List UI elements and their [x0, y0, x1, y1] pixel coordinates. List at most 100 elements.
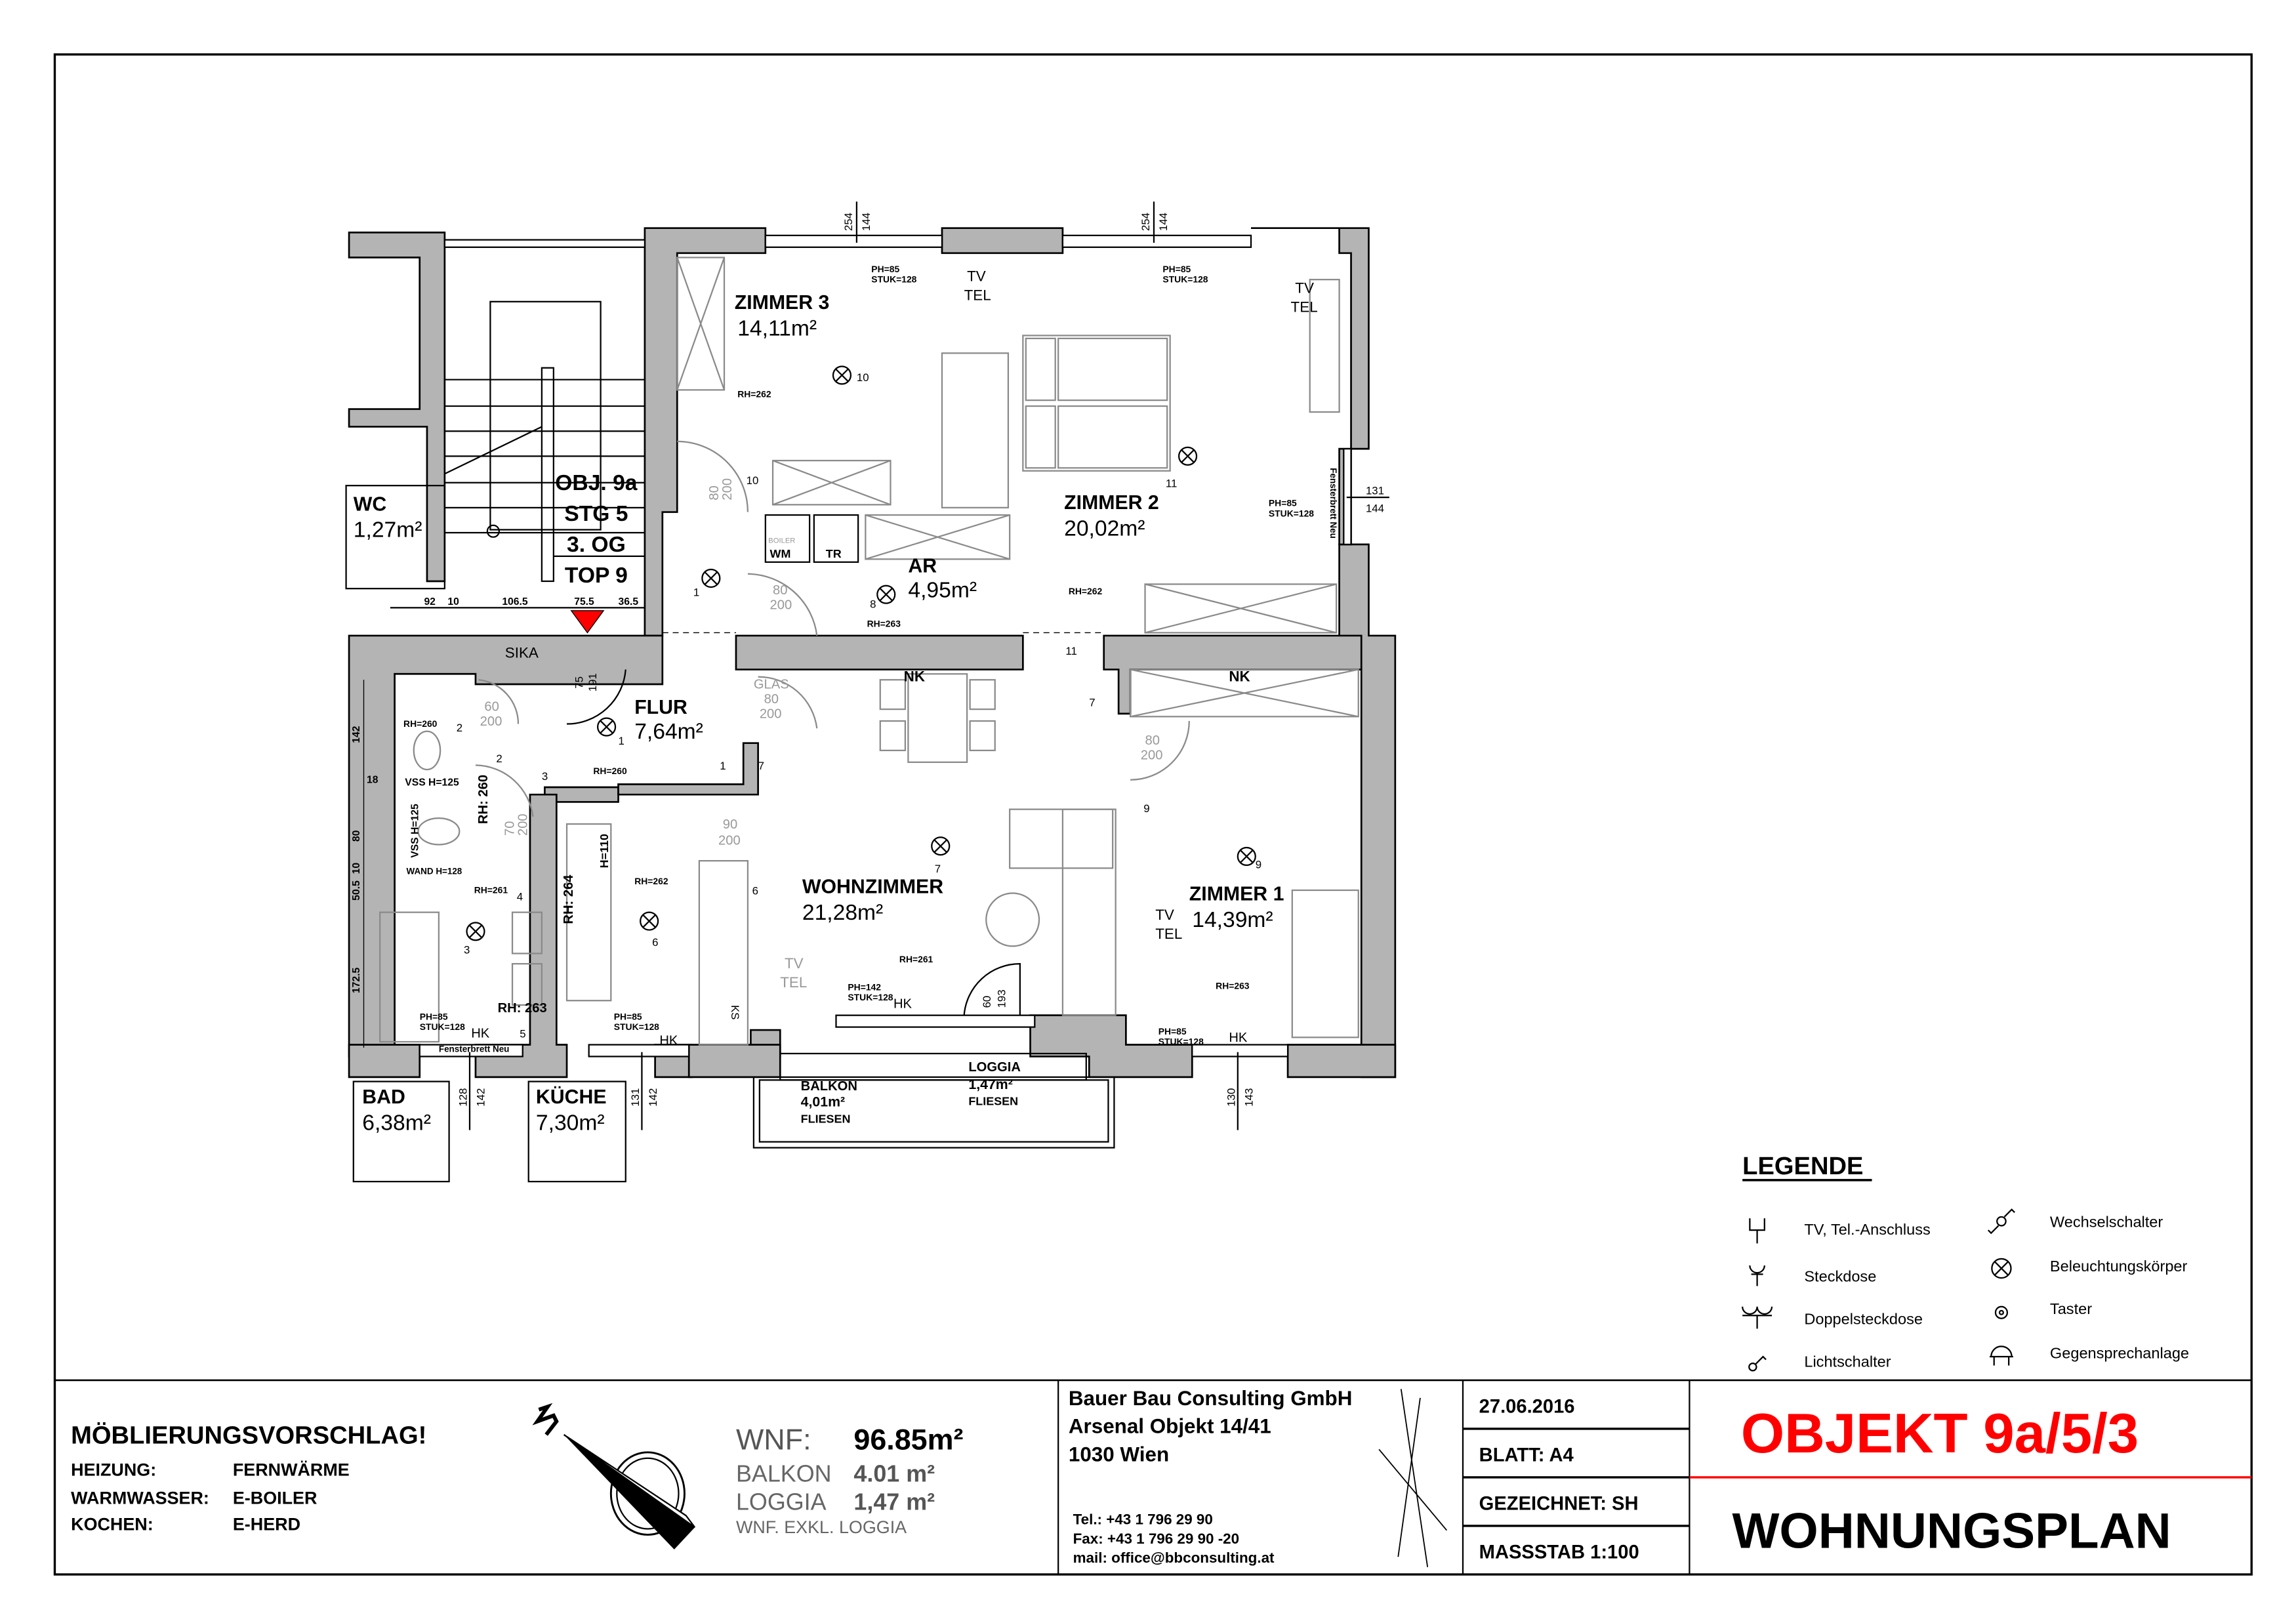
room-area: 14,39m² [1192, 908, 1273, 932]
floor-plan: ZIMMER 3 14,11m² ZIMMER 2 20,02m² AR 4,9… [345, 201, 1397, 1183]
svg-text:200: 200 [720, 478, 735, 501]
staircase[interactable] [444, 300, 645, 583]
socket-icon [1749, 1265, 1765, 1286]
svg-text:TOP 9: TOP 9 [565, 564, 628, 588]
sheet-size: BLATT: A4 [1479, 1445, 1574, 1466]
balkon-label: BALKON [736, 1461, 832, 1487]
room-area: 14,11m² [737, 316, 817, 340]
svg-text:144: 144 [1157, 213, 1170, 231]
svg-text:131: 131 [629, 1088, 642, 1107]
spec-value: FERNWÄRME [233, 1460, 350, 1480]
room-name: ZIMMER 2 [1064, 492, 1159, 514]
room-area: 7,30m² [536, 1111, 605, 1136]
light-fixture-icon [1991, 1258, 2012, 1279]
room-name: ZIMMER 3 [735, 292, 830, 314]
furnishing-heading: MÖBLIERUNGSVORSCHLAG! [71, 1421, 426, 1449]
svg-text:172.5: 172.5 [351, 967, 362, 993]
room-area: 6,38m² [362, 1111, 431, 1136]
svg-text:10: 10 [747, 474, 759, 487]
room-area: 21,28m² [802, 901, 883, 925]
wnf-label: WNF: [736, 1422, 811, 1456]
stair-label: OBJ. 9a STG 5 3. OG TOP 9 [555, 471, 638, 588]
spec-key: WARMWASSER: [71, 1488, 209, 1508]
svg-text:142: 142 [351, 726, 362, 743]
svg-text:3: 3 [464, 943, 470, 956]
svg-text:HK: HK [1229, 1031, 1248, 1045]
svg-text:128: 128 [457, 1088, 470, 1107]
legend-label: Doppelsteckdose [1804, 1311, 1923, 1328]
svg-text:PH=85: PH=85 [1162, 264, 1191, 274]
svg-text:142: 142 [647, 1088, 659, 1107]
legend-label: Steckdose [1804, 1268, 1876, 1285]
legend: LEGENDE TV, Tel.-Anschluss Steckdose Dop… [1742, 1152, 2189, 1372]
svg-text:7: 7 [758, 760, 764, 772]
window-dimensions: 254 144 254 144 131 144 128 142 131 142 … [457, 201, 1389, 1130]
svg-text:TEL: TEL [1291, 299, 1318, 316]
svg-text:BOILER: BOILER [768, 537, 795, 545]
svg-text:200: 200 [516, 813, 530, 836]
outdoor-area: 1,47m² [968, 1077, 1012, 1092]
legend-label: TV, Tel.-Anschluss [1804, 1221, 1930, 1238]
svg-text:144: 144 [860, 213, 872, 231]
svg-text:Fensterbrett Neu: Fensterbrett Neu [439, 1044, 510, 1054]
svg-text:9: 9 [1143, 802, 1149, 815]
loggia-value: 1,47 m² [853, 1489, 935, 1515]
svg-text:6: 6 [752, 885, 758, 897]
svg-text:PH=85: PH=85 [1269, 498, 1297, 508]
svg-text:NK: NK [1229, 668, 1250, 684]
svg-text:2: 2 [457, 722, 462, 734]
svg-text:WM: WM [770, 547, 791, 560]
windows[interactable] [419, 234, 1352, 1058]
spec-value: E-HERD [233, 1515, 300, 1534]
svg-text:11: 11 [1166, 477, 1177, 489]
legend-label: Beleuchtungskörper [2050, 1258, 2188, 1275]
doors[interactable]: 80 200 80 200 60 200 70 200 75 191 GLAS … [475, 440, 1190, 1016]
outdoor-name: BALKON [801, 1079, 857, 1094]
stair-dimensions: 92 10 106.5 75.5 36.5 [424, 596, 638, 607]
svg-text:TV: TV [785, 955, 804, 972]
fixture-labels: TV TEL TV TEL TV TEL TV TEL NK NK SIKA V… [405, 268, 1338, 1054]
svg-text:80: 80 [707, 485, 722, 500]
plan-date: 27.06.2016 [1479, 1396, 1575, 1417]
svg-text:RH=262: RH=262 [737, 389, 771, 400]
svg-text:80: 80 [351, 830, 362, 842]
svg-text:75: 75 [573, 676, 586, 689]
svg-text:TR: TR [826, 547, 842, 560]
svg-text:2: 2 [496, 752, 502, 765]
svg-text:92: 92 [424, 596, 436, 607]
outdoor-area: 4,01m² [801, 1094, 845, 1110]
svg-text:193: 193 [995, 989, 1008, 1008]
two-way-switch-icon [1987, 1208, 2015, 1235]
svg-text:RH=260: RH=260 [403, 718, 438, 729]
svg-text:Fensterbrett Neu: Fensterbrett Neu [1328, 468, 1338, 539]
wall-dimensions: 142 18 80 10 50.5 172.5 [351, 680, 379, 1048]
outdoor-name: LOGGIA [968, 1060, 1021, 1075]
room-name: AR [908, 556, 937, 577]
svg-text:10: 10 [857, 371, 869, 384]
svg-text:GLAS: GLAS [754, 678, 789, 692]
svg-text:TV: TV [1295, 279, 1314, 296]
svg-text:70: 70 [502, 821, 517, 836]
svg-text:200: 200 [1141, 748, 1163, 762]
light-switch-icon [1748, 1355, 1767, 1372]
light-fixture-icons [466, 365, 1256, 941]
svg-text:STUK=128: STUK=128 [1158, 1037, 1204, 1047]
svg-text:STUK=128: STUK=128 [871, 274, 916, 285]
svg-text:5: 5 [520, 1027, 525, 1040]
svg-text:3. OG: 3. OG [567, 533, 626, 557]
object-title: OBJEKT 9a/5/3 [1741, 1403, 2139, 1465]
room-name: WOHNZIMMER [802, 876, 943, 897]
svg-text:1: 1 [619, 735, 625, 747]
svg-text:200: 200 [718, 833, 741, 848]
company-phone: Tel.: +43 1 796 29 90 [1073, 1511, 1213, 1528]
svg-text:60: 60 [484, 699, 499, 714]
svg-text:131: 131 [1366, 485, 1384, 497]
svg-text:STUK=128: STUK=128 [420, 1021, 465, 1032]
legend-label: Gegensprechanlage [2050, 1344, 2189, 1361]
company-email[interactable]: mail: office@bbconsulting.at [1073, 1550, 1275, 1566]
svg-text:1: 1 [693, 586, 699, 598]
svg-text:10: 10 [447, 596, 459, 607]
scale: MASSSTAB 1:100 [1479, 1542, 1639, 1563]
